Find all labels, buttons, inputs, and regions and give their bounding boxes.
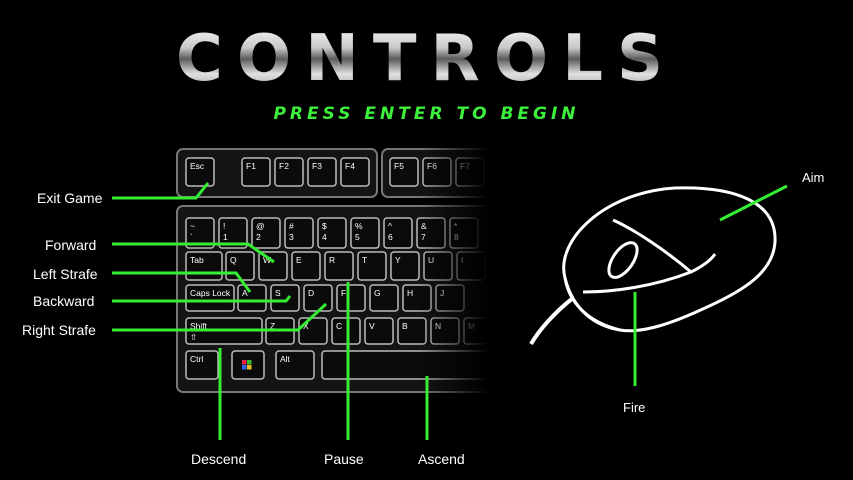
key-num-3: #3	[284, 217, 314, 249]
line-left-strafe	[112, 271, 252, 293]
svg-text:S: S	[275, 288, 281, 298]
svg-text:C: C	[336, 321, 342, 331]
svg-text:Caps Lock: Caps Lock	[190, 288, 231, 298]
svg-text:6: 6	[388, 232, 393, 242]
key-c: C	[331, 317, 361, 345]
key-f: F	[336, 284, 366, 312]
svg-text:B: B	[402, 321, 408, 331]
svg-text:3: 3	[289, 232, 294, 242]
key-ctrl: Ctrl	[185, 350, 219, 380]
key-s: S	[270, 284, 300, 312]
svg-text:F4: F4	[345, 161, 355, 171]
line-right-strafe	[112, 302, 328, 332]
svg-text:2: 2	[256, 232, 261, 242]
svg-text:F2: F2	[279, 161, 289, 171]
key-num-6: ^6	[383, 217, 413, 249]
key-r: R	[324, 251, 354, 281]
label-pause: Pause	[324, 451, 364, 467]
label-exit-game: Exit Game	[37, 190, 103, 206]
svg-text:E: E	[296, 255, 302, 265]
label-descend: Descend	[191, 451, 247, 467]
line-aim	[719, 184, 788, 222]
key-t: T	[357, 251, 387, 281]
svg-text:Esc: Esc	[190, 161, 205, 171]
svg-text:Alt: Alt	[280, 354, 291, 364]
mouse-cable	[529, 296, 575, 346]
win-logo-icon	[242, 360, 252, 370]
key-caps-lock: Caps Lock	[185, 284, 235, 312]
key-f1: F1	[241, 157, 271, 187]
svg-text:T: T	[362, 255, 367, 265]
svg-text:^: ^	[388, 221, 392, 231]
key-num-1: !1	[218, 217, 248, 249]
svg-text:X: X	[303, 321, 309, 331]
key-v: V	[364, 317, 394, 345]
line-backward	[112, 295, 292, 303]
svg-text:Z: Z	[270, 321, 275, 331]
line-forward	[112, 242, 275, 264]
svg-text:Tab: Tab	[190, 255, 204, 265]
svg-text:@: @	[256, 221, 265, 231]
svg-text:`: `	[190, 232, 193, 242]
key-e: E	[291, 251, 321, 281]
key-num-0: ~`	[185, 217, 215, 249]
svg-text:!: !	[223, 221, 225, 231]
label-fire: Fire	[623, 400, 646, 415]
label-backward: Backward	[33, 293, 95, 309]
page-title: Controls	[0, 22, 853, 96]
mouse-left-button-edge	[612, 218, 692, 274]
key-win	[231, 350, 265, 380]
label-right-strafe: Right Strafe	[22, 322, 96, 338]
key-g: G	[369, 284, 399, 312]
svg-text:G: G	[374, 288, 381, 298]
mouse-wheel	[607, 241, 639, 279]
svg-text:~: ~	[190, 221, 195, 231]
keyboard-fade	[420, 140, 500, 400]
label-forward: Forward	[45, 237, 97, 253]
key-num-2: @2	[251, 217, 281, 249]
key-f3: F3	[307, 157, 337, 187]
key-f5: F5	[389, 157, 419, 187]
svg-text:Q: Q	[230, 255, 237, 265]
key-num-5: %5	[350, 217, 380, 249]
svg-text:⇧: ⇧	[190, 332, 197, 342]
svg-text:W: W	[263, 255, 271, 265]
svg-text:%: %	[355, 221, 363, 231]
svg-text:F1: F1	[246, 161, 256, 171]
label-ascend: Ascend	[418, 451, 465, 467]
svg-text:F3: F3	[312, 161, 322, 171]
key-num-4: $4	[317, 217, 347, 249]
svg-text:Ctrl: Ctrl	[190, 354, 203, 364]
keyboard-illustration: EscF1F2F3F4F5F6F7~`!1@2#3$4%5^6&7*8TabQW…	[176, 148, 488, 393]
line-exit-game	[112, 182, 210, 200]
svg-text:F5: F5	[394, 161, 404, 171]
svg-text:Y: Y	[395, 255, 401, 265]
mouse-button-split	[582, 253, 717, 294]
svg-text:V: V	[369, 321, 375, 331]
svg-text:F: F	[341, 288, 346, 298]
key-a: A	[237, 284, 267, 312]
label-aim: Aim	[802, 170, 825, 185]
svg-text:D: D	[308, 288, 314, 298]
svg-text:H: H	[407, 288, 413, 298]
key-esc: Esc	[185, 157, 215, 187]
svg-text:Shift: Shift	[190, 321, 208, 331]
svg-text:$: $	[322, 221, 327, 231]
svg-text:#: #	[289, 221, 294, 231]
key-alt: Alt	[275, 350, 315, 380]
svg-text:5: 5	[355, 232, 360, 242]
svg-text:4: 4	[322, 232, 327, 242]
mouse-illustration	[529, 186, 777, 346]
svg-text:R: R	[329, 255, 335, 265]
key-f2: F2	[274, 157, 304, 187]
press-enter-prompt[interactable]: Press Enter to Begin	[273, 104, 580, 124]
mouse-base	[563, 277, 621, 332]
key-f4: F4	[340, 157, 370, 187]
key-y: Y	[390, 251, 420, 281]
svg-text:1: 1	[223, 232, 228, 242]
svg-text:A: A	[242, 288, 248, 298]
key-w: W	[258, 251, 288, 281]
label-left-strafe: Left Strafe	[33, 266, 98, 282]
